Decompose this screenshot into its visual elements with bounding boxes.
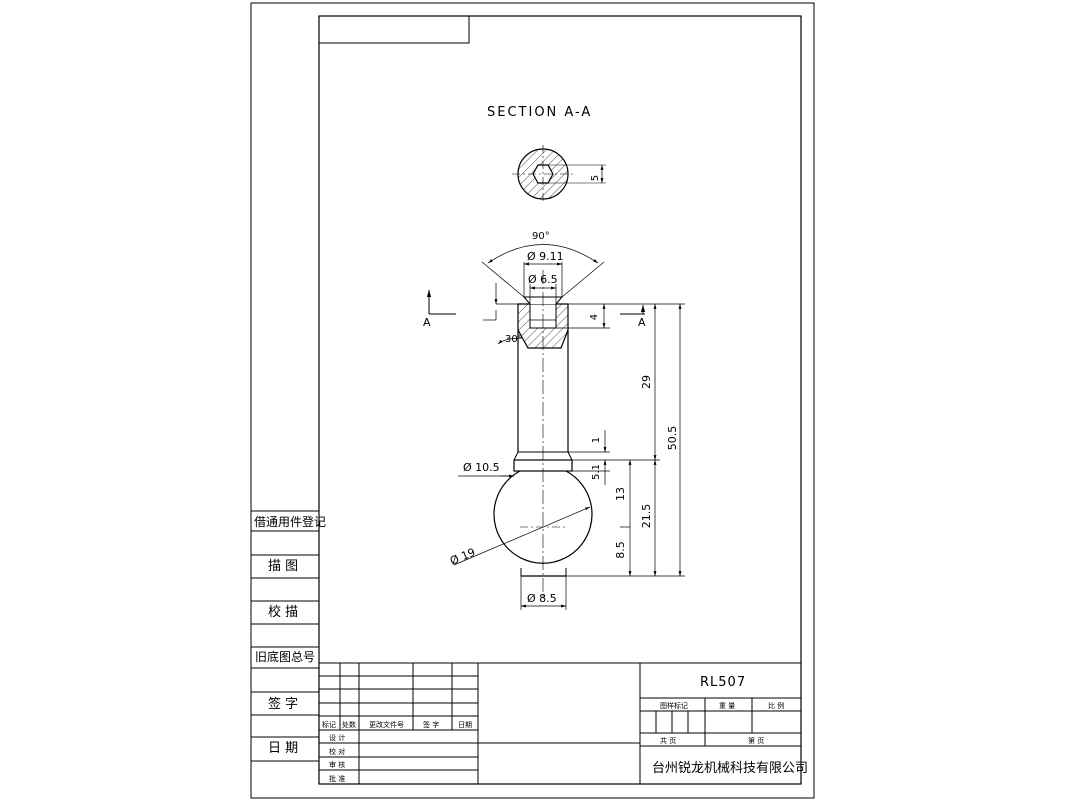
dim-head-left [483, 283, 518, 321]
rev-header-date: 日期 [458, 721, 472, 729]
rev-header-mark: 标记 [322, 720, 336, 729]
dim-len-50-5: 50.5 [666, 426, 679, 451]
dim-len-1: 1 [591, 437, 602, 443]
dim-len-29: 29 [640, 375, 653, 389]
role-check: 校 对 [329, 747, 345, 756]
rev-header-count: 处数 [342, 720, 356, 729]
rev-header-sign: 签 字 [423, 720, 439, 729]
sheet-no-label: 第 页 [748, 736, 764, 745]
dim-len-21-5: 21.5 [640, 504, 653, 529]
dim-dia-6-5-lines [529, 284, 557, 304]
dim-right-lines [566, 304, 685, 577]
rev-header-doc: 更改文件号 [369, 720, 404, 729]
dim-dia-10-5: Ø 10.5 [463, 461, 500, 474]
dim-angle-30-lines [497, 337, 523, 345]
dim-angle-90-lines [481, 244, 605, 298]
dim-dia-8-5: Ø 8.5 [527, 592, 557, 605]
dim-len-5-1: 5.1 [591, 464, 602, 480]
drawing-mark-label: 图样标记 [660, 701, 688, 710]
side-drawing: 描 图 [268, 559, 298, 574]
total-sheets-label: 共 页 [660, 736, 676, 745]
approval-roles: 设 计 校 对 审 核 批 准 [329, 733, 345, 783]
dim-dia-6-5: Ø 6.5 [528, 273, 558, 286]
dim-dia-9-11-lines [523, 262, 563, 297]
scale-label: 比 例 [768, 701, 784, 710]
section-marker-right: A [638, 316, 646, 329]
title-block [319, 662, 801, 784]
section-markers [426, 290, 646, 315]
dim-dia-9-11: Ø 9.11 [527, 250, 564, 263]
role-approve: 批 准 [329, 774, 345, 783]
company-name: 台州锐龙机械科技有限公司 [652, 761, 808, 776]
part-main-view [453, 270, 593, 600]
dim-len-13: 13 [614, 487, 627, 501]
section-view [512, 145, 606, 204]
section-marker-left: A [423, 316, 431, 329]
dim-angle-30: 30° [505, 334, 523, 345]
revision-headers: 标记 处数 更改文件号 签 字 日期 [322, 720, 472, 729]
side-signature: 签 字 [268, 696, 298, 712]
side-registry: 借通用件登记 [254, 514, 326, 529]
section-title: SECTION A-A [487, 105, 592, 120]
role-review: 审 核 [329, 760, 345, 769]
side-date: 日 期 [268, 741, 298, 756]
weight-label: 重 量 [719, 702, 735, 710]
side-tracing-check: 校 描 [268, 604, 298, 620]
side-panel [251, 510, 319, 762]
side-old-drawing-no: 旧底图总号 [255, 649, 315, 664]
role-design: 设 计 [329, 733, 345, 742]
dim-depth-4-lines [556, 303, 685, 329]
dim-len-8-5: 8.5 [614, 541, 627, 559]
dim-dia-8-5-lines [520, 576, 567, 610]
dim-depth-4: 4 [589, 314, 600, 320]
dim-angle-90: 90° [532, 231, 550, 242]
dim-dia-19: Ø 19 [448, 546, 477, 568]
sheet-border [250, 2, 815, 799]
part-number: RL507 [700, 675, 746, 690]
dim-hex-width: 5 [590, 175, 601, 181]
